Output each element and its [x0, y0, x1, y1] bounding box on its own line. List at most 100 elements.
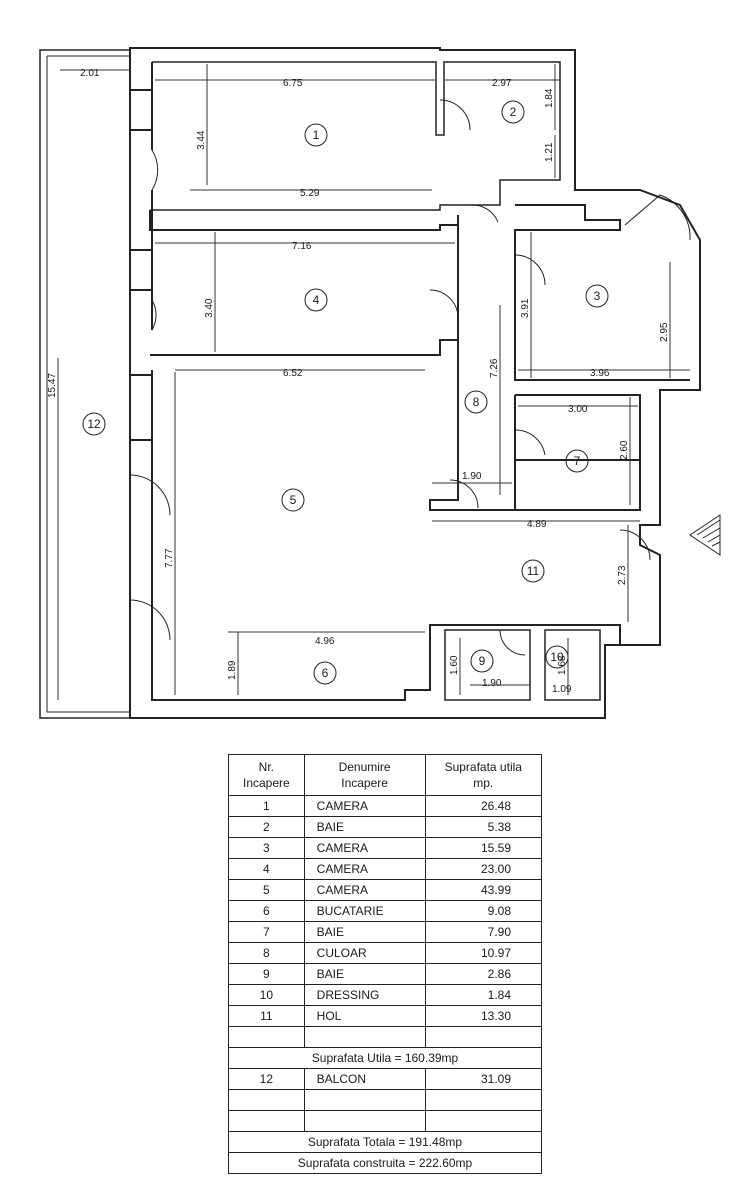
nr-cell: 10	[228, 984, 305, 1006]
name-cell: BALCON	[303, 1068, 426, 1090]
dim-label: 2.95	[659, 322, 670, 342]
dim-label: 4.89	[527, 519, 547, 530]
nr-cell: 6	[228, 900, 305, 922]
construita-total: Suprafata construita = 222.60mp	[228, 1152, 542, 1174]
nr-cell: 11	[228, 1005, 305, 1027]
outer-walls	[39, 47, 701, 719]
dim-label: 1.21	[544, 142, 555, 162]
dim-label: 2.97	[492, 78, 512, 89]
table-row	[228, 1089, 543, 1111]
dim-label: 1.84	[544, 88, 555, 108]
nr-cell: 4	[228, 858, 305, 880]
dim-label: 15.47	[47, 373, 58, 398]
name-cell: CULOAR	[303, 942, 426, 964]
dim-label: 3.00	[568, 404, 588, 415]
table-row: 12 BALCON 31.09	[228, 1068, 543, 1090]
dim-label: 1.09	[552, 684, 572, 695]
name-cell: BAIE	[303, 963, 426, 985]
room-number: 11	[527, 564, 540, 578]
area-cell: 23.00	[424, 858, 543, 880]
area-cell: 43.99	[424, 879, 543, 901]
orientation-mark	[689, 514, 721, 556]
dim-label: 3.40	[204, 298, 215, 318]
name-cell: BAIE	[303, 921, 426, 943]
area-cell: 13.30	[424, 1005, 543, 1027]
room-markers	[82, 100, 609, 685]
dim-label: 1.90	[482, 678, 502, 689]
nr-cell: 2	[228, 816, 305, 838]
area-cell: 5.38	[424, 816, 543, 838]
header-name: Denumire Incapere	[303, 754, 426, 796]
dim-label: 4.96	[315, 636, 335, 647]
room-numbers: 1 2 3 4 5 6 7 8 9 10 11 12	[87, 105, 600, 680]
name-cell: CAMERA	[303, 837, 426, 859]
room-number: 10	[550, 650, 564, 664]
area-cell: 26.48	[424, 795, 543, 817]
room-number: 6	[322, 666, 329, 680]
dim-label: 3.44	[196, 130, 207, 150]
nr-cell: 12	[228, 1068, 305, 1090]
table-header-row: Nr. Incapere Denumire Incapere Suprafata…	[228, 754, 543, 796]
dim-label: 1.90	[462, 471, 482, 482]
utila-total: Suprafata Utila = 160.39mp	[228, 1047, 542, 1069]
totala-total: Suprafata Totala = 191.48mp	[228, 1131, 542, 1153]
dim-label: 7.26	[489, 358, 500, 378]
name-cell: CAMERA	[303, 795, 426, 817]
room-number: 2	[510, 105, 517, 119]
nr-cell: 8	[228, 942, 305, 964]
name-cell: CAMERA	[303, 858, 426, 880]
room-number: 3	[594, 289, 601, 303]
nr-cell: 3	[228, 837, 305, 859]
dim-label: 1.68	[557, 655, 568, 675]
dim-label: 1.60	[449, 655, 460, 675]
room-number: 1	[313, 128, 320, 142]
dimension-lines	[57, 64, 690, 700]
room-number: 4	[313, 293, 320, 307]
dim-label: 3.91	[520, 298, 531, 318]
header-nr: Nr. Incapere	[228, 754, 305, 796]
area-cell: 2.86	[424, 963, 543, 985]
dim-label: 6.75	[283, 78, 303, 89]
room-number: 12	[87, 417, 101, 431]
dim-label: 7.77	[164, 548, 175, 568]
dimension-labels: 2.01 6.75 2.97 1.84 1.21 3.44 5.29 7.16 …	[47, 68, 670, 695]
utila-total-row: Suprafata Utila = 160.39mp	[228, 1047, 542, 1069]
name-cell: BUCATARIE	[303, 900, 426, 922]
room-number: 7	[574, 454, 581, 468]
dim-label: 2.01	[80, 68, 100, 79]
table-summary: Suprafata Utila = 160.39mp 12 BALCON 31.…	[228, 1026, 543, 1174]
table-row	[228, 1110, 543, 1132]
room-number: 5	[290, 493, 297, 507]
dim-label: 2.73	[617, 565, 628, 585]
area-cell: 10.97	[424, 942, 543, 964]
dim-label: 1.89	[227, 660, 238, 680]
construita-row: Suprafata construita = 222.60mp	[228, 1152, 542, 1174]
table-row	[228, 1026, 543, 1048]
nr-cell: 1	[228, 795, 305, 817]
area-cell: 7.90	[424, 921, 543, 943]
name-cell: CAMERA	[303, 879, 426, 901]
dim-label: 3.96	[590, 368, 610, 379]
header-area: Suprafata utila mp.	[424, 754, 543, 796]
area-cell: 9.08	[424, 900, 543, 922]
totala-row: Suprafata Totala = 191.48mp	[228, 1131, 542, 1153]
dim-label: 6.52	[283, 368, 303, 379]
area-cell: 31.09	[424, 1068, 543, 1090]
room-number: 9	[479, 654, 486, 668]
name-cell: HOL	[303, 1005, 426, 1027]
nr-cell: 9	[228, 963, 305, 985]
name-cell: DRESSING	[303, 984, 426, 1006]
floor-plan: 2.01 6.75 2.97 1.84 1.21 3.44 5.29 7.16 …	[39, 47, 721, 719]
dim-label: 7.16	[292, 241, 312, 252]
